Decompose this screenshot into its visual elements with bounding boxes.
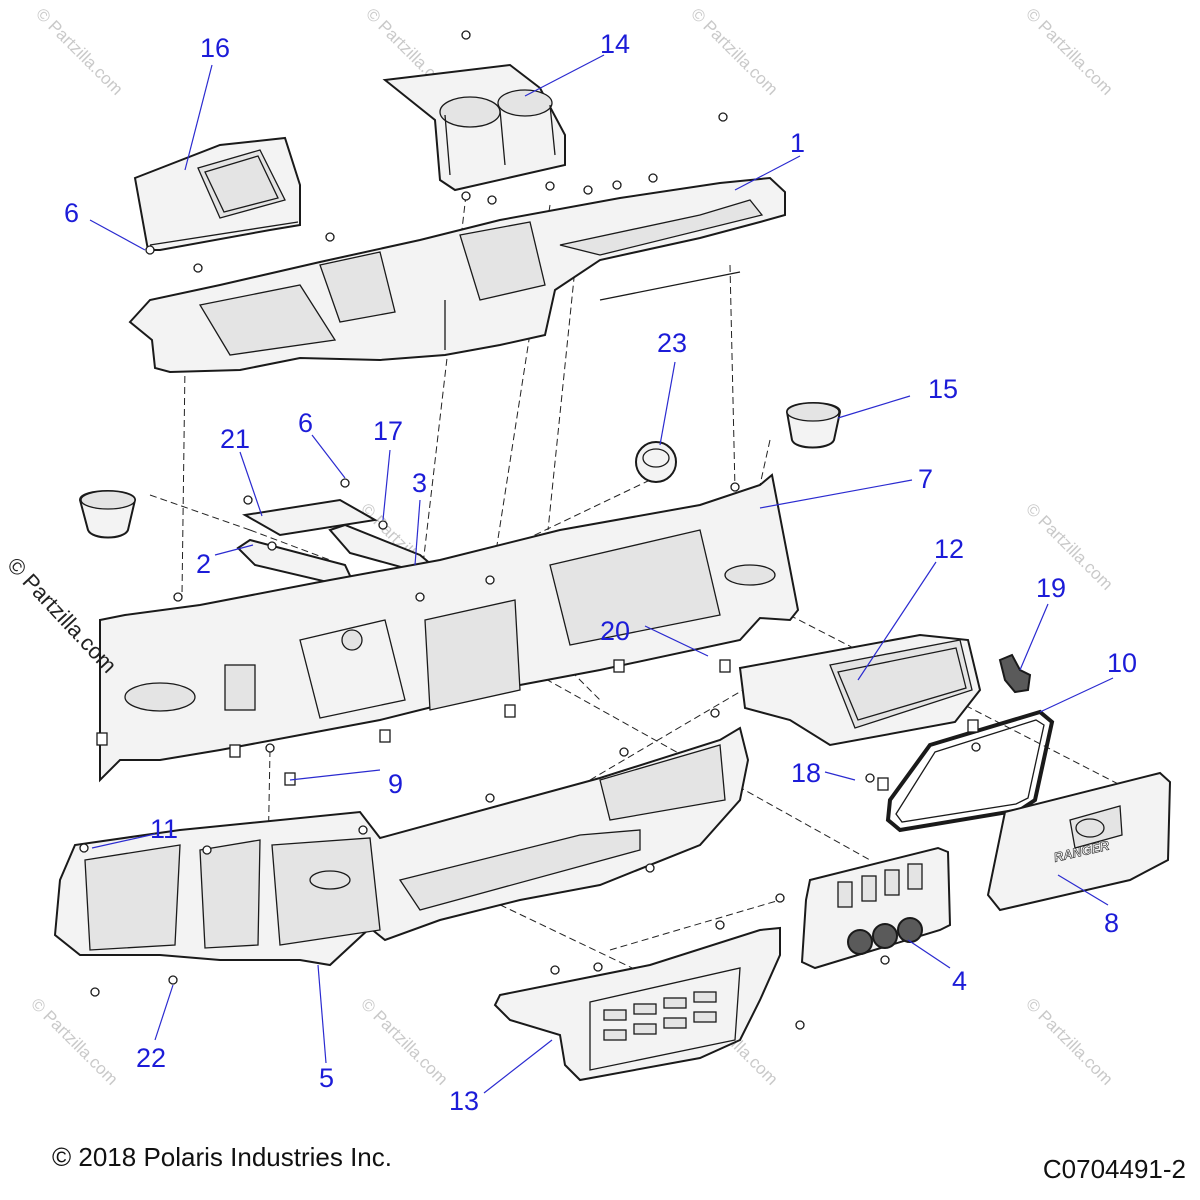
part-1-upper-dash [128, 176, 786, 374]
fasteners [79, 30, 981, 1030]
diagram-code: C0704491-2 [1042, 1154, 1186, 1184]
part-4-switch-panel [800, 846, 952, 970]
callout-6: 6 [64, 198, 79, 228]
part-7-main-dash [99, 473, 800, 783]
callout-6: 6 [298, 408, 313, 438]
callout-8: 8 [1104, 908, 1119, 938]
callout-21: 21 [220, 424, 250, 454]
callout-17: 17 [373, 416, 403, 446]
part-15-cupholder [785, 402, 842, 449]
callout-16: 16 [200, 33, 230, 63]
part-5-lower-dash [53, 726, 750, 967]
callout-10: 10 [1107, 648, 1137, 678]
watermark: © Partzilla.com [687, 4, 781, 98]
callout-labels: 1 2 3 4 5 6 6 7 8 9 10 11 12 13 14 15 16… [64, 29, 1137, 1116]
part-23-cap [635, 441, 677, 483]
part-21-plate [242, 498, 378, 537]
copyright-notice: © 2018 Polaris Industries Inc. [52, 1142, 392, 1172]
callout-20: 20 [600, 616, 630, 646]
part-16-gauge-hood [133, 136, 301, 251]
watermark: © Partzilla.com [1022, 4, 1116, 98]
callout-18: 18 [791, 758, 821, 788]
cupholder-left [78, 490, 137, 539]
callout-11: 11 [150, 814, 178, 844]
callout-9: 9 [388, 769, 403, 799]
part-8-glovebox-door: RANGER [986, 771, 1172, 912]
callout-22: 22 [136, 1043, 166, 1073]
watermark: © Partzilla.com [27, 994, 121, 1088]
part-12-glovebox-tub [738, 633, 982, 747]
callout-14: 14 [600, 29, 630, 59]
callout-4: 4 [952, 966, 967, 996]
part-19-latch [998, 653, 1032, 694]
callout-13: 13 [449, 1086, 479, 1116]
watermark: © Partzilla.com [1022, 994, 1116, 1088]
callout-5: 5 [319, 1063, 334, 1093]
callout-19: 19 [1036, 573, 1066, 603]
callout-15: 15 [928, 374, 958, 404]
callout-3: 3 [412, 468, 427, 498]
callout-23: 23 [657, 328, 687, 358]
callout-1: 1 [790, 128, 805, 158]
callout-2: 2 [196, 549, 211, 579]
callout-12: 12 [934, 534, 964, 564]
watermark: © Partzilla.com [357, 994, 451, 1088]
part-14-cupholder-insert [382, 63, 566, 192]
leader-lines [89, 54, 1114, 1094]
watermark: © Partzilla.com [32, 4, 126, 98]
callout-7: 7 [918, 464, 933, 494]
part-13-lower-bin [493, 926, 781, 1082]
